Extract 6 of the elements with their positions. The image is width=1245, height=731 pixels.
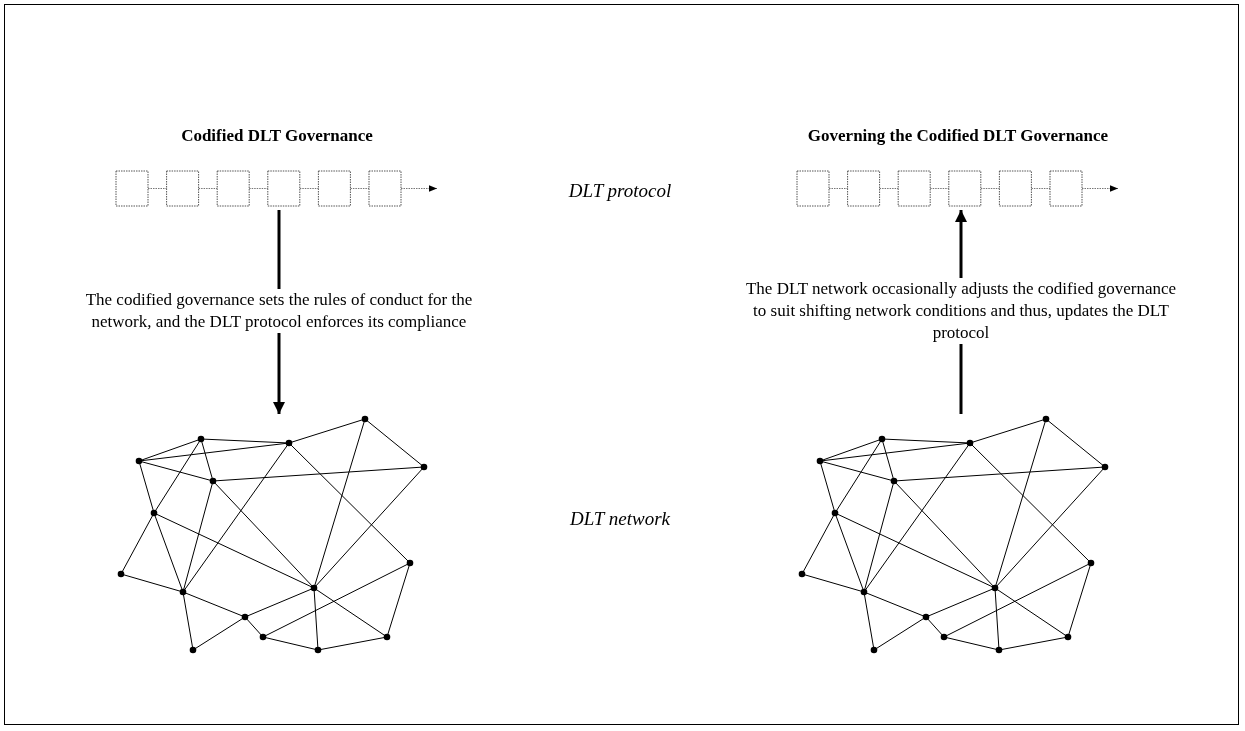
network-drawing <box>796 414 1110 654</box>
label: DLT network <box>569 508 671 530</box>
network-drawing <box>115 414 429 654</box>
heading: Governing the Codified DLT Governance <box>807 126 1109 146</box>
heading: Codified DLT Governance <box>181 126 373 146</box>
label: DLT protocol <box>568 180 672 202</box>
